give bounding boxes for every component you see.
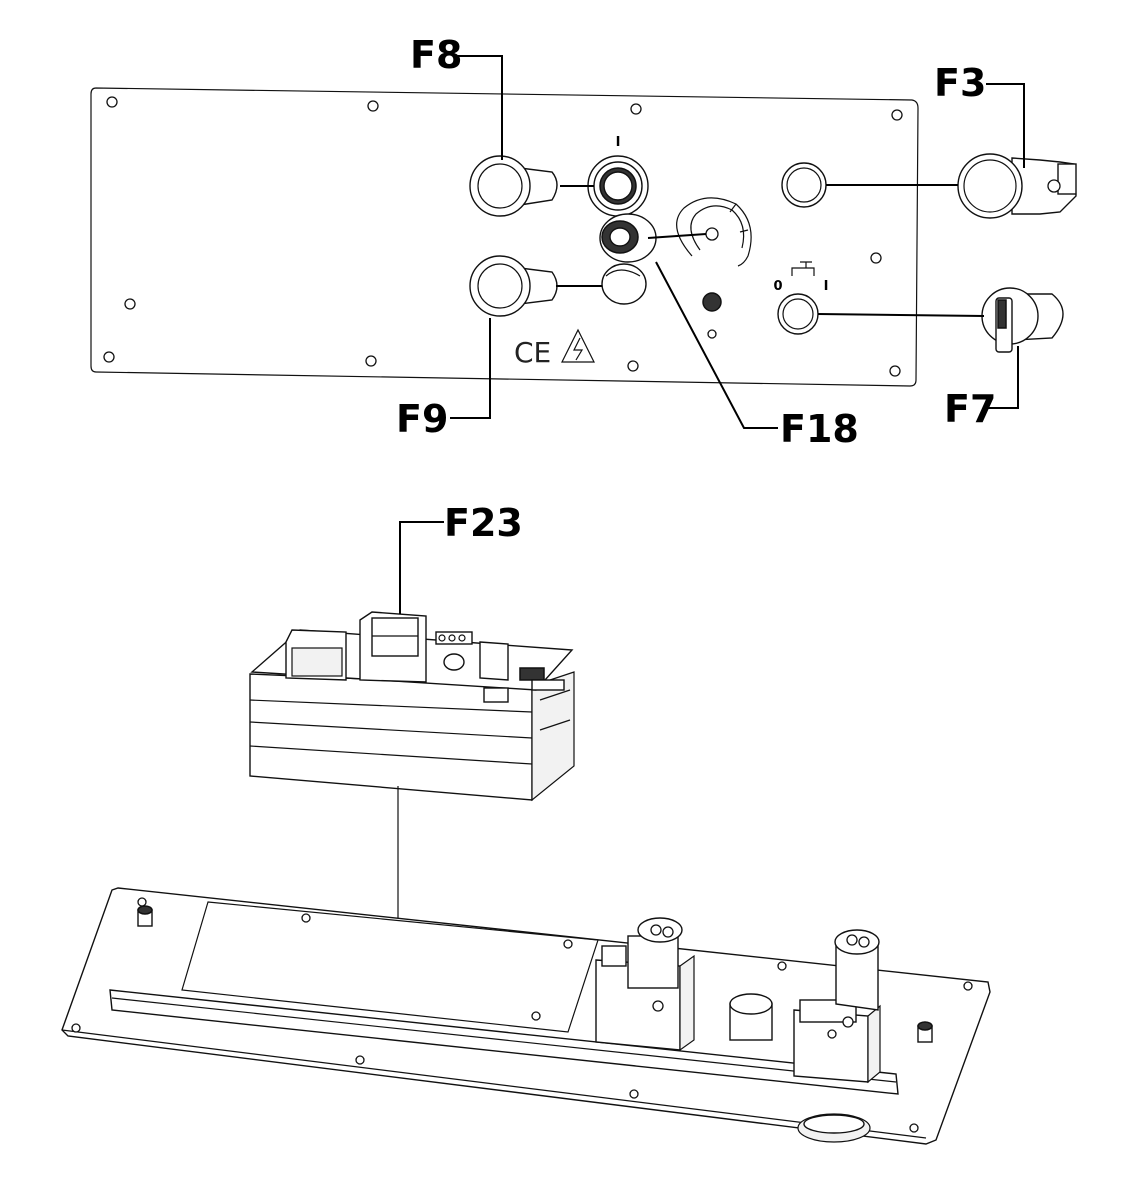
f23-circuit-board bbox=[249, 611, 575, 802]
lamp-lens bbox=[601, 263, 647, 305]
selector-on-mark: I bbox=[824, 279, 829, 294]
standoff-post-right bbox=[917, 1021, 933, 1043]
base-plate bbox=[61, 887, 991, 1145]
front-panel: I bbox=[90, 87, 1077, 387]
top-leader-lines bbox=[450, 55, 1025, 429]
f8-pushbutton bbox=[469, 155, 558, 217]
ce-mark: CE bbox=[514, 336, 551, 369]
callout-f8: F8 bbox=[410, 33, 462, 77]
f9-pushbutton bbox=[469, 255, 558, 317]
warning-lightning-icon bbox=[561, 328, 595, 363]
f7-selector-switch bbox=[981, 287, 1064, 353]
callout-f23: F23 bbox=[444, 501, 523, 545]
switch-on-mark: I bbox=[616, 135, 621, 150]
pilot-light bbox=[702, 292, 722, 339]
thermostat-dial bbox=[676, 197, 752, 267]
base-component-left bbox=[595, 917, 695, 1052]
panel-outline bbox=[90, 87, 919, 387]
underside-knob bbox=[797, 1113, 871, 1143]
callout-f3: F3 bbox=[934, 61, 986, 105]
base-component-right bbox=[793, 929, 881, 1084]
f7-selector-hole bbox=[777, 293, 819, 335]
f3-button-hole bbox=[781, 162, 827, 208]
callout-f7: F7 bbox=[944, 387, 996, 431]
f3-pushbutton bbox=[957, 153, 1077, 219]
callout-f9: F9 bbox=[396, 397, 448, 441]
selector-off-mark: 0 bbox=[773, 279, 782, 294]
panel-mounting-holes bbox=[103, 96, 903, 377]
f18-indicator bbox=[599, 213, 657, 263]
standoff-post-left bbox=[137, 905, 153, 927]
tap-water-icon bbox=[791, 261, 815, 276]
callout-f18: F18 bbox=[780, 407, 859, 451]
main-switch bbox=[587, 155, 649, 217]
base-cylinder bbox=[729, 993, 773, 1041]
